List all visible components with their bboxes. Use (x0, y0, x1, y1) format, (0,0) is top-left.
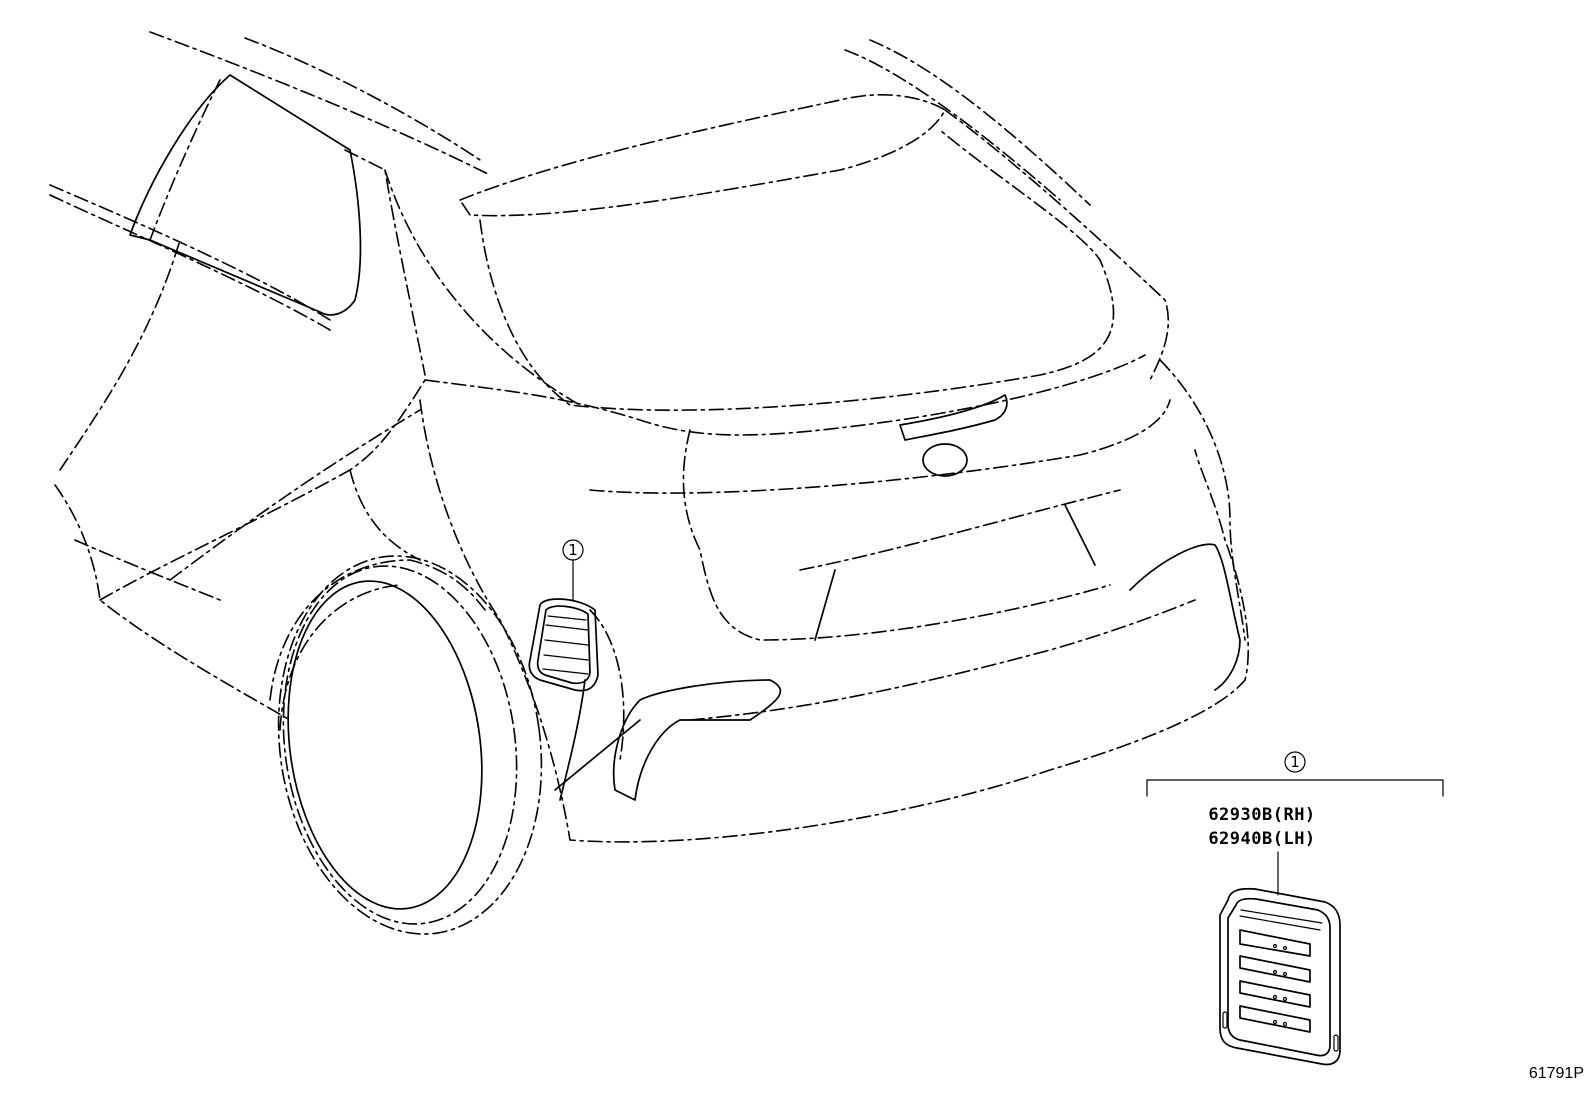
part-number-rh: 62930B(RH) (1208, 805, 1315, 825)
callout-marker-vehicle: 1 (562, 539, 584, 601)
callout-number-vehicle: 1 (568, 541, 578, 559)
part-number-lh: 62940B(LH) (1208, 829, 1315, 849)
part-detail-vent-grille (1219, 887, 1341, 1066)
vehicle-outline (49, 31, 1250, 935)
installed-vent-grille (528, 598, 599, 692)
part-callout-group: 1 62930B(RH) 62940B(LH) (1146, 751, 1444, 896)
callout-number-legend: 1 (1290, 753, 1300, 771)
figure-reference-code: 61791P (1529, 1065, 1584, 1082)
